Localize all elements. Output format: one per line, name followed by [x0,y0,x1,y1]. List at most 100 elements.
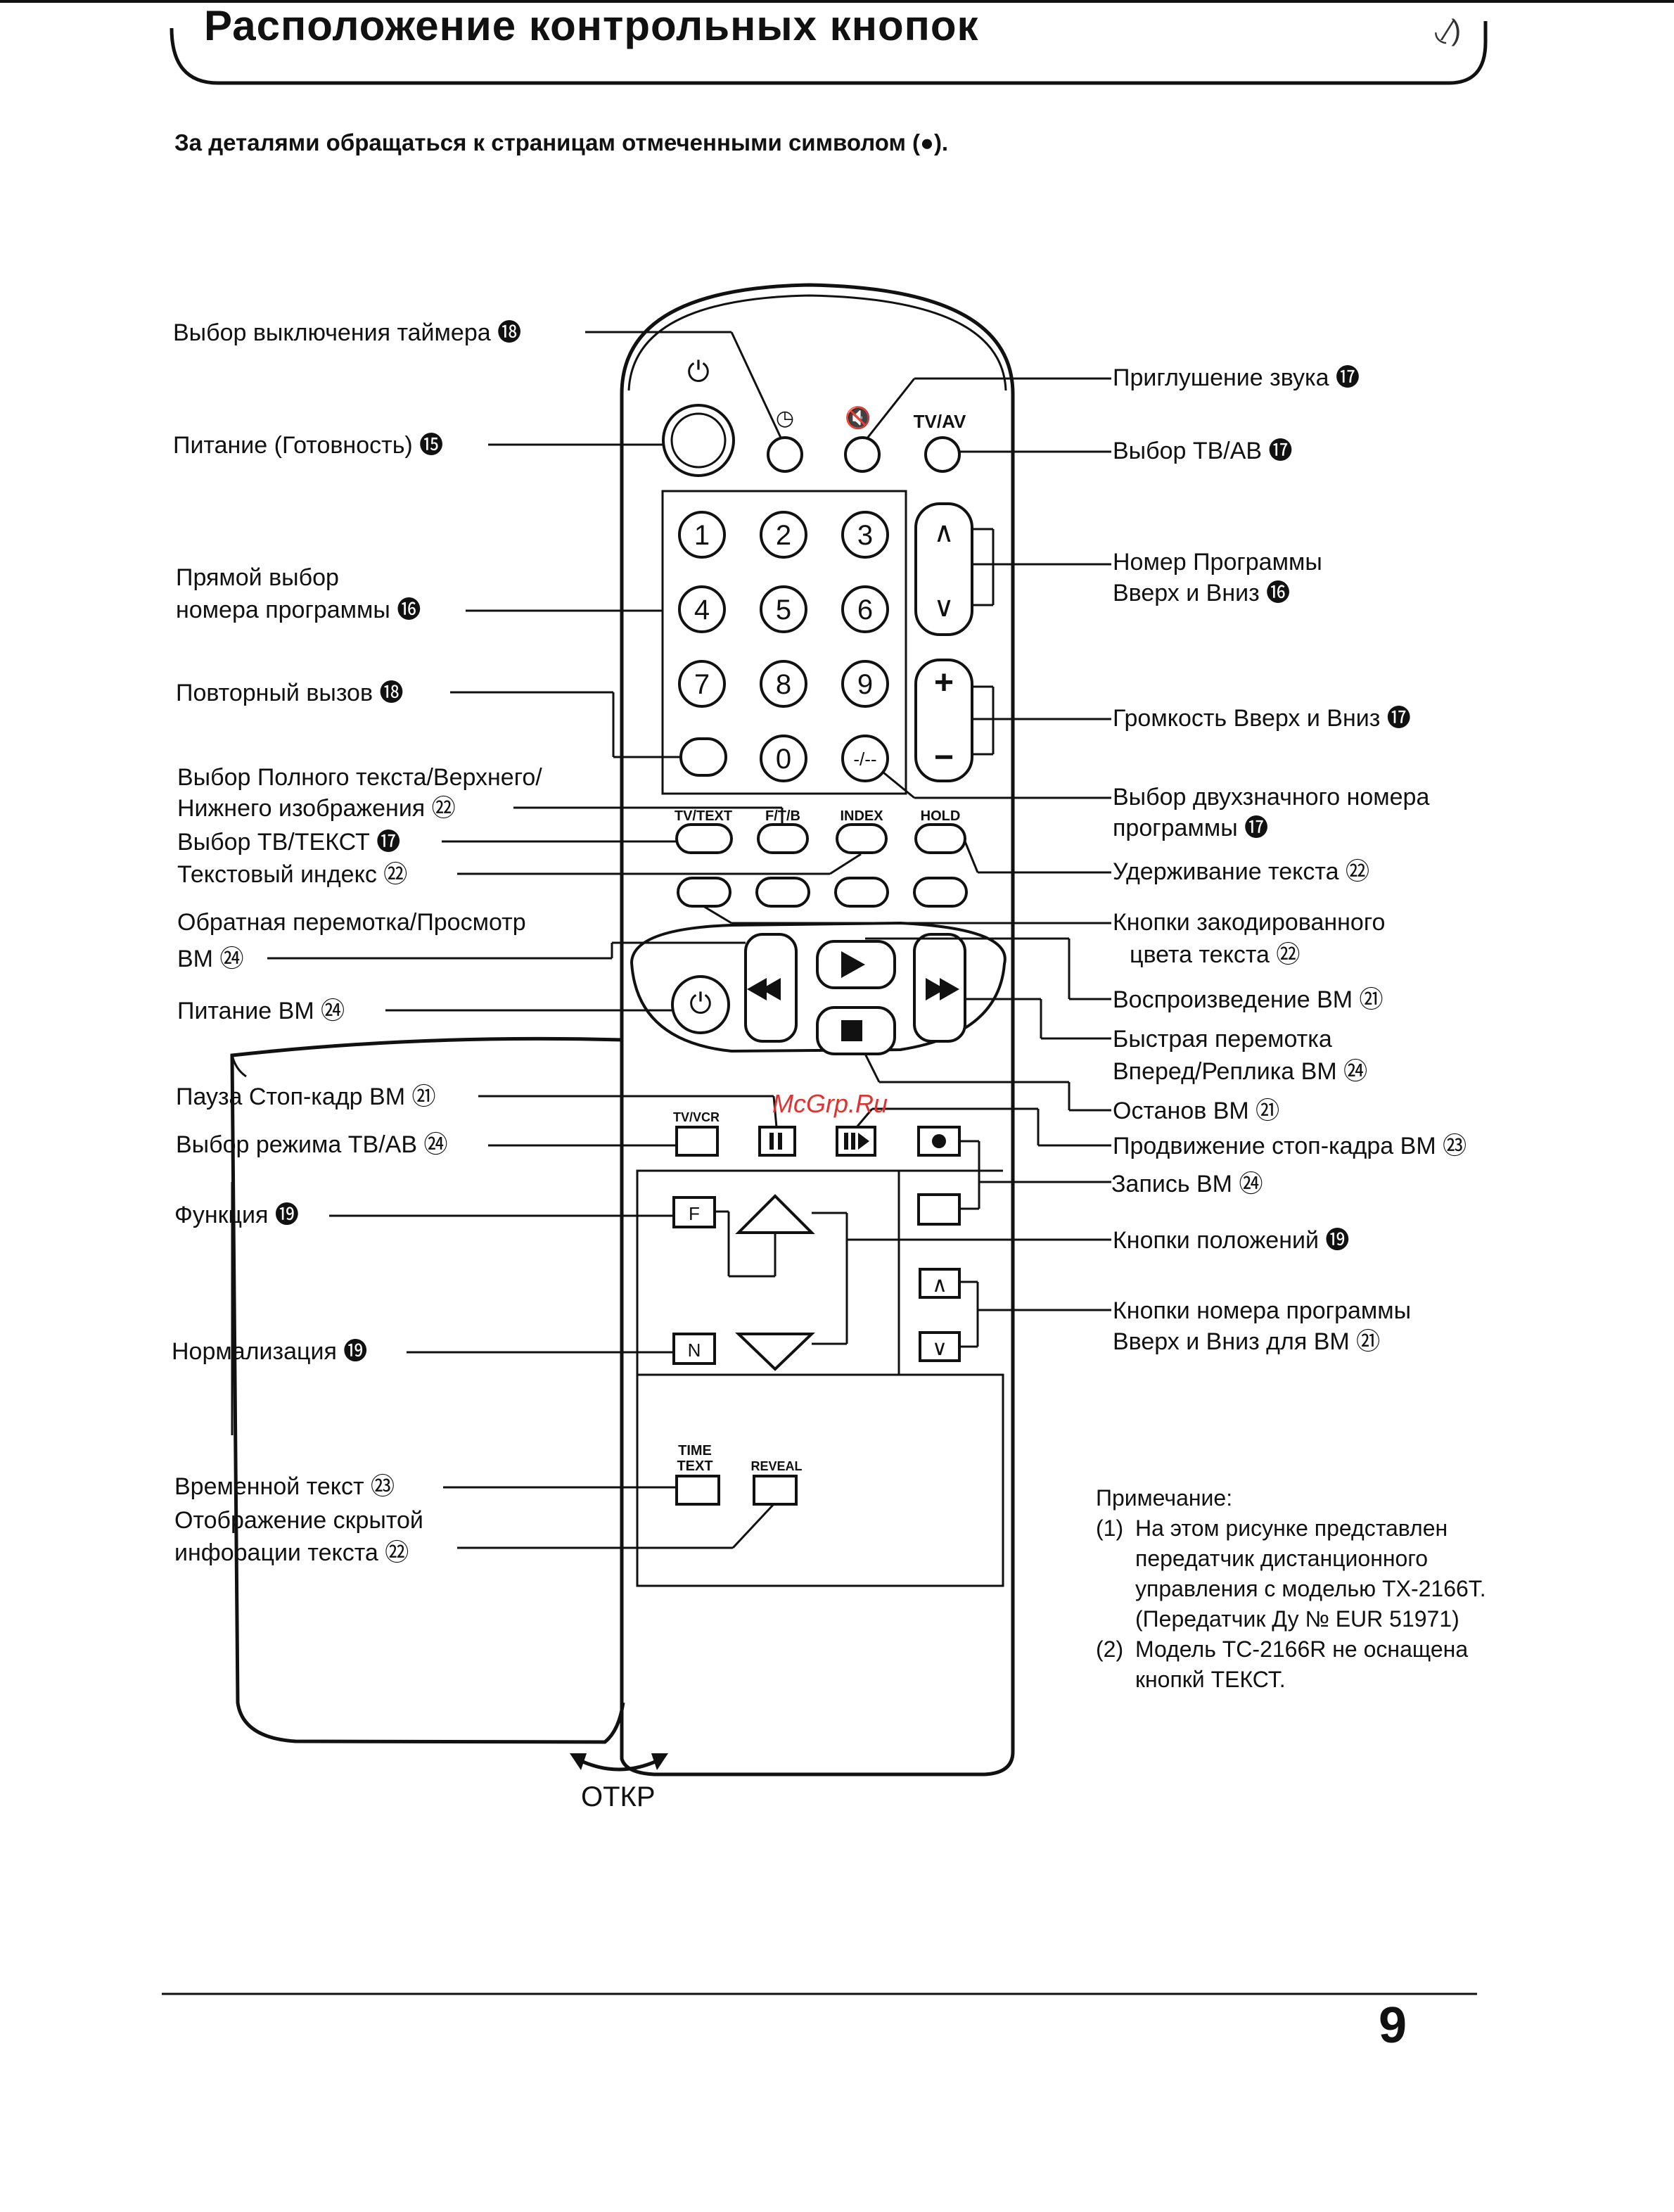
label-tvtext: Выбор ТВ/ТЕКСТ ⓱ [177,829,401,856]
label-fulltext-1: Выбор Полного текста/Верхнего/ [177,764,542,791]
label-index: Текстовый индекс ㉒ [177,861,408,888]
label-direct-1: Прямой выбор [176,564,339,591]
notes-block: Примечание: (1) На этом рисунке представ… [1096,1483,1486,1695]
ftb-button[interactable] [757,823,809,854]
label-color-2: цвета текста ㉒ [1130,941,1301,968]
digit-9: 9 [857,669,873,700]
two-digit-label: -/-- [853,749,876,770]
index-button[interactable] [836,823,888,854]
timetext-label-1: TIME [678,1443,712,1458]
label-volume: Громкость Вверх и Вниз ⓱ [1113,705,1411,732]
label-stop: Останов ВМ ㉑ [1113,1098,1280,1124]
note-1-line-1: На этом рисунке представлен [1135,1515,1448,1541]
vcr-up-icon: ∧ [932,1273,947,1297]
label-advance: Продвижение стоп-кадра ВМ ㉓ [1113,1133,1467,1159]
digit-5: 5 [776,595,791,625]
tvav-label: TV/AV [914,411,966,432]
label-normalize: Нормализация ⓳ [172,1338,368,1365]
digit-4: 4 [694,595,710,625]
tvtext-button[interactable] [675,823,733,854]
digit-6: 6 [857,595,873,625]
timetext-label-2: TEXT [677,1458,713,1474]
watermark: McGrp.Ru [772,1089,888,1118]
recall-button[interactable] [679,737,727,777]
ftb-label: F/T/B [765,808,800,824]
prog-down-icon: ∨ [933,592,954,623]
program-rocker[interactable] [914,502,973,636]
tvvcr-label: TV/VCR [673,1110,720,1124]
mute-symbol-icon: 🔇 [845,405,871,430]
label-tvav: Выбор ТВ/АВ ⓱ [1113,438,1293,464]
reveal-label: REVEAL [750,1459,802,1473]
tvvcr-button[interactable] [675,1126,719,1157]
label-color-1: Кнопки закодированного [1113,909,1386,936]
normalize-label: N [688,1340,701,1361]
label-direct-2: номера программы ⓰ [176,597,421,623]
label-reveal-2: инфорации текста ㉒ [174,1539,409,1566]
note-1-line-3: управления с моделью TX-2166T. [1135,1576,1486,1601]
vcr-up-button[interactable] [919,1268,961,1299]
pause-button[interactable] [758,1126,796,1157]
timer-symbol-icon: ◷ [776,407,794,430]
label-hold: Удерживание текста ㉒ [1113,858,1369,885]
power-symbol-icon: ⏻ [687,357,710,388]
note-2-line-2: кнопкй ТЕКСТ. [1135,1667,1286,1692]
label-position: Кнопки положений ⓳ [1113,1227,1350,1254]
digit-2: 2 [776,520,791,551]
prog-up-icon: ∧ [933,517,954,548]
digit-1: 1 [694,520,710,551]
timer-button[interactable] [767,436,803,473]
intro-text: За деталями обращаться к страницам отмеч… [174,129,949,155]
note-2-line-1: Модель TC-2166R не оснащена [1135,1636,1469,1662]
note-1-number: (1) [1096,1515,1124,1541]
label-prog-1: Номер Программы [1113,549,1322,576]
vol-down-icon: − [934,739,954,776]
digit-3: 3 [857,520,873,551]
label-fulltext-2: Нижнего изображения ㉒ [177,795,456,822]
timetext-button[interactable] [675,1475,720,1506]
normalize-button[interactable] [672,1333,716,1365]
reveal-button[interactable] [753,1475,798,1506]
digit-8: 8 [776,669,791,700]
label-timer: Выбор выключения таймера ⓲ [173,319,522,346]
note-1: (1) На этом рисунке представлен передатч… [1096,1513,1486,1634]
label-vcr-power: Питание ВМ ㉔ [177,998,345,1024]
label-ff-1: Быстрая перемотка [1113,1026,1332,1053]
label-prog-2: Вверх и Вниз ⓰ [1113,580,1291,606]
page-title: Расположение контрольных кнопок [204,2,979,49]
mute-button[interactable] [844,436,881,473]
tvtext-label: TV/TEXT [675,808,732,824]
vcr-down-button[interactable] [919,1331,961,1362]
label-play: Воспроизведение ВМ ㉑ [1113,986,1384,1013]
label-power: Питание (Готовность) ⓯ [173,432,444,459]
hold-button[interactable] [914,823,966,854]
volume-rocker[interactable] [914,659,973,782]
label-reveal-1: Отображение скрытой [174,1507,423,1534]
label-ff-2: Вперед/Реплика ВМ ㉔ [1113,1058,1368,1085]
label-tvav-mode: Выбор режима ТВ/АВ ㉔ [176,1131,448,1158]
note-2: (2) Модель TC-2166R не оснащена кнопкй Т… [1096,1634,1486,1695]
notes-heading: Примечание: [1096,1485,1233,1511]
vcr-power-symbol-icon: ⏻ [689,989,712,1019]
two-digit-button[interactable] [841,735,889,782]
label-twodigit-2: программы ⓱ [1113,815,1269,841]
vcr-down-icon: ∨ [932,1337,947,1360]
vcr-power-button[interactable] [671,975,730,1034]
corner-mark-icon: ◟⁄) [1435,13,1462,46]
digit-0: 0 [776,744,791,775]
label-vcrprog-1: Кнопки номера программы [1113,1297,1412,1324]
hold-label: HOLD [921,808,961,824]
label-record: Запись ВМ ㉔ [1111,1171,1263,1197]
function-label: F [689,1203,700,1224]
tvav-button[interactable] [924,436,961,473]
vol-up-icon: + [934,664,954,701]
label-vcrprog-2: Вверх и Вниз для ВМ ㉑ [1113,1328,1381,1355]
note-1-line-2: передатчик дистанционного [1135,1546,1429,1571]
note-1-line-4: (Передатчик Ду № EUR 51971) [1135,1606,1459,1632]
label-rewind-1: Обратная перемотка/Просмотр [177,909,526,936]
label-twodigit-1: Выбор двухзначного номера [1113,784,1430,811]
index-label: INDEX [840,808,883,824]
label-mute: Приглушение звука ⓱ [1113,364,1360,391]
record-sub-button[interactable] [917,1193,961,1226]
